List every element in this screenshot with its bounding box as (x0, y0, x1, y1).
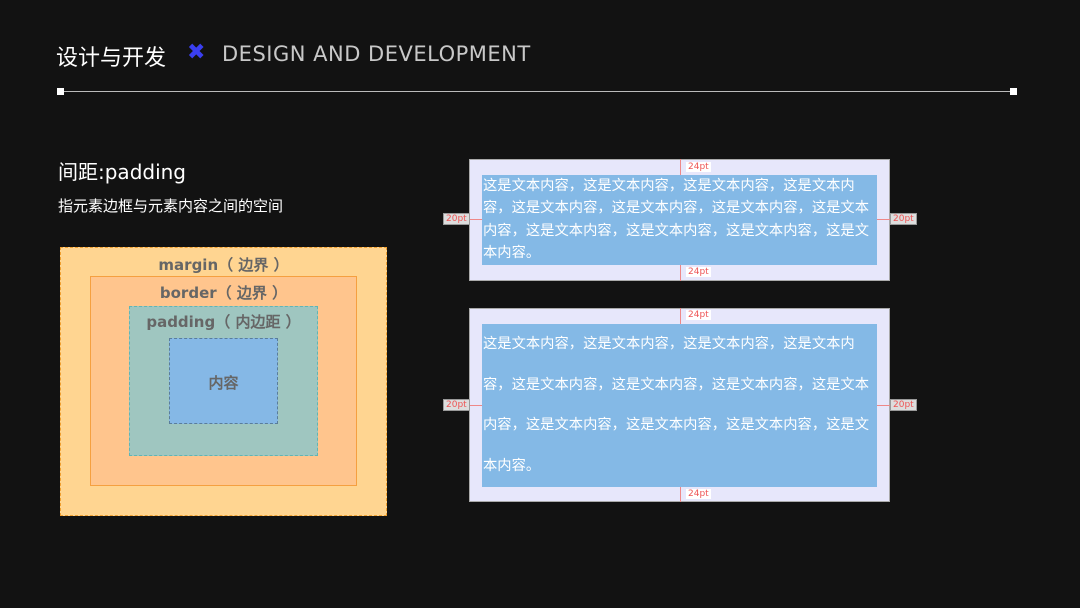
example-text: 这是文本内容，这是文本内容，这是文本内容，这是文本内容，这是文本内容，这是文本内… (482, 324, 877, 487)
padding-right-label: 20pt (890, 213, 917, 225)
close-x-icon: ✖ (187, 40, 206, 65)
title-en: DESIGN AND DEVELOPMENT (222, 42, 531, 66)
padding-bottom-label: 24pt (686, 489, 711, 499)
margin-label: margin（ 边界 ） (158, 256, 289, 274)
divider-endpoint (57, 88, 64, 95)
border-label: border（ 边界 ） (159, 284, 288, 302)
section-title: 间距:padding (58, 160, 187, 184)
padding-bottom-label: 24pt (686, 267, 711, 277)
header-divider (60, 91, 1013, 92)
padding-left-label: 20pt (443, 213, 470, 225)
example-text: 这是文本内容，这是文本内容，这是文本内容，这是文本内容，这是文本内容，这是文本内… (482, 175, 877, 265)
padding-top-label: 24pt (686, 310, 711, 320)
content-label: 内容 (208, 374, 239, 392)
title-cn: 设计与开发 (56, 46, 167, 71)
content-box: 内容 (169, 338, 278, 424)
padding-left-label: 20pt (443, 399, 470, 411)
section-description: 指元素边框与元素内容之间的空间 (58, 197, 284, 215)
padding-right-label: 20pt (890, 399, 917, 411)
padding-top-label: 24pt (686, 162, 711, 172)
padding-label: padding（ 内边距 ） (146, 313, 301, 331)
divider-endpoint (1010, 88, 1017, 95)
